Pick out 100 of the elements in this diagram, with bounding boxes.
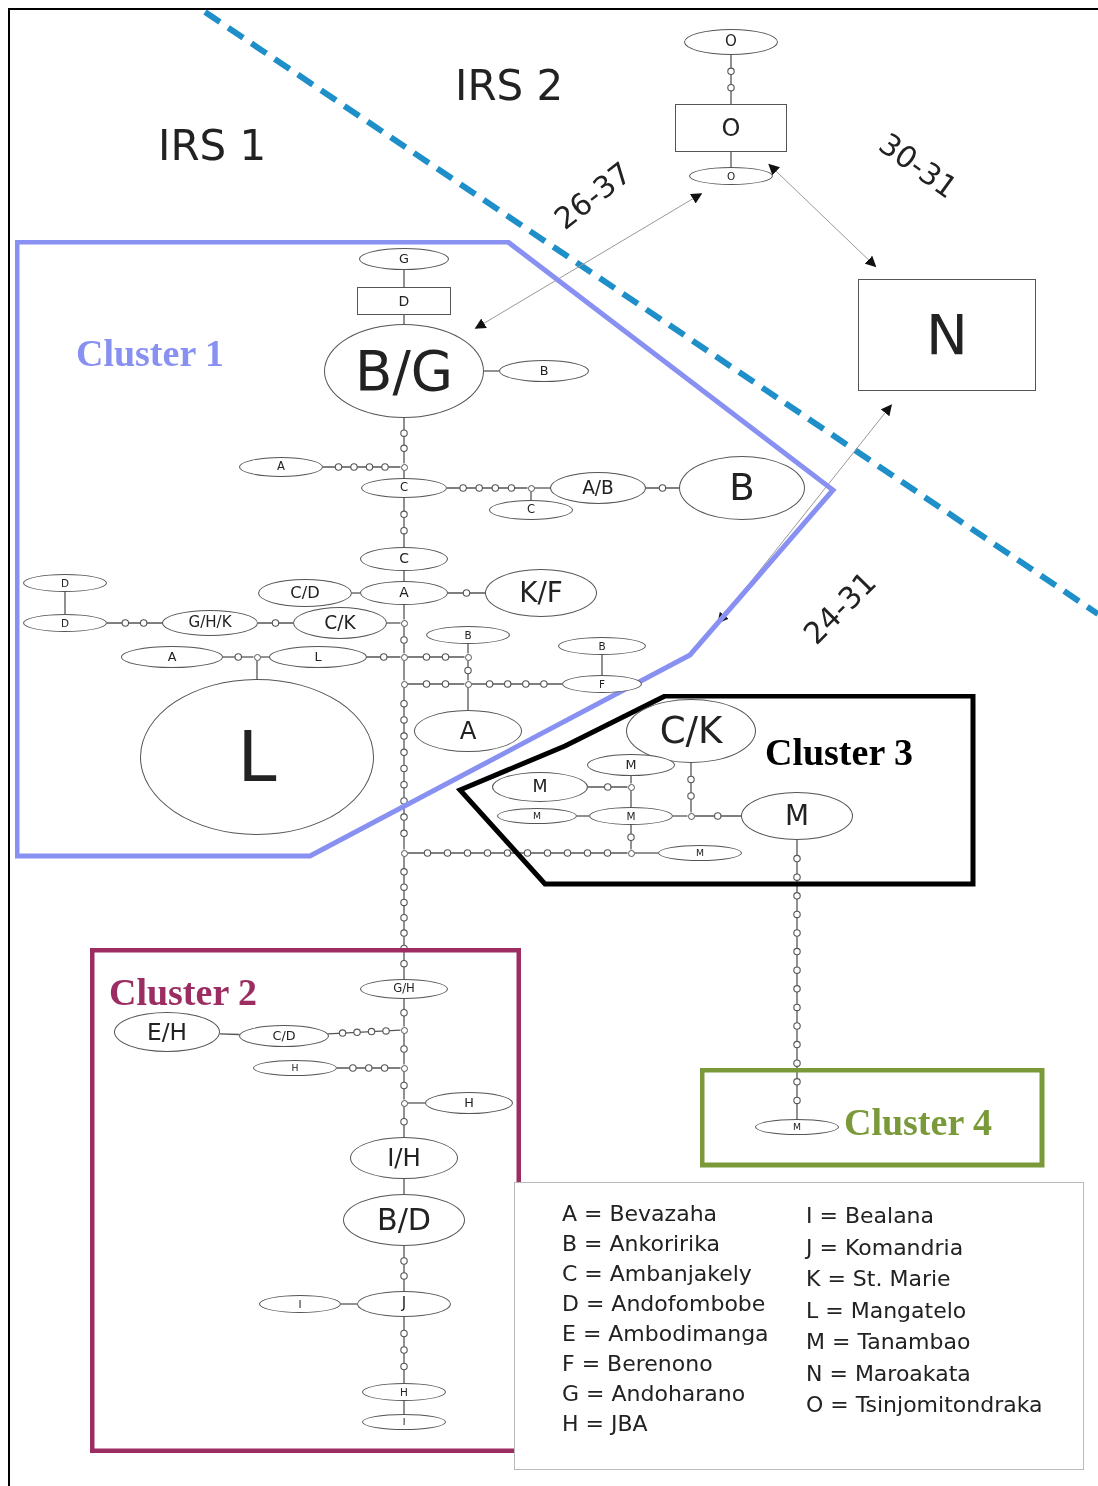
- network-link: [403, 1105, 405, 1138]
- haplotype-label: O: [721, 116, 741, 140]
- network-link: [483, 370, 500, 372]
- haplotype-label: A/B: [582, 478, 614, 498]
- haplotype-label: L: [314, 650, 322, 664]
- haplotype-label: A: [167, 650, 177, 664]
- network-link: [403, 604, 405, 621]
- network-link: [406, 852, 629, 854]
- network-link: [470, 683, 563, 685]
- haplotype-label: B: [598, 640, 606, 652]
- haplotype-ellipse: [550, 472, 646, 504]
- network-link: [403, 497, 405, 548]
- haplotype-ellipse: [755, 1119, 839, 1135]
- network-link: [403, 1070, 405, 1101]
- haplotype-label: M: [533, 811, 541, 821]
- haplotype-ellipse: [414, 710, 522, 752]
- haplotype-ellipse: [23, 574, 107, 592]
- network-link: [403, 855, 405, 980]
- network-link: [256, 659, 258, 680]
- haplotype-label: D: [398, 294, 410, 308]
- network-link: [386, 622, 402, 624]
- legend-entry: F = Berenono: [562, 1350, 713, 1378]
- haplotype-label: B: [539, 364, 549, 378]
- haplotype-label: H: [464, 1096, 474, 1110]
- network-link: [530, 490, 532, 501]
- network-link: [403, 1032, 405, 1066]
- haplotype-label: B/G: [355, 343, 453, 399]
- legend-entry: E = Ambodimanga: [562, 1320, 769, 1348]
- network-link: [690, 762, 692, 814]
- network-link: [403, 1316, 405, 1384]
- network-link: [403, 469, 405, 479]
- haplotype-box: [858, 279, 1036, 391]
- haplotype-label: I: [402, 1417, 406, 1427]
- legend-entry: J = Komandria: [806, 1233, 964, 1261]
- network-link: [645, 487, 680, 489]
- network-link: [633, 852, 659, 854]
- network-link: [257, 622, 294, 624]
- network-link: [222, 656, 255, 658]
- network-link: [406, 656, 466, 658]
- network-link: [403, 314, 405, 325]
- network-link: [64, 591, 66, 615]
- haplotype-label: N: [926, 307, 968, 363]
- haplotype-label: D: [60, 617, 69, 629]
- haplotype-label: A: [399, 586, 409, 600]
- cluster-label: Cluster 1: [75, 334, 225, 372]
- network-link: [630, 789, 632, 808]
- cluster-label: Cluster 3: [764, 733, 914, 771]
- haplotype-label: I/H: [387, 1145, 421, 1171]
- cluster-label: Cluster 4: [843, 1103, 993, 1141]
- legend-entry: L = Mangatelo: [806, 1296, 967, 1324]
- haplotype-label: D: [60, 577, 69, 589]
- network-link: [730, 54, 732, 105]
- haplotype-label: C/K: [659, 712, 723, 750]
- legend-entry: O = Tsinjomitondraka: [806, 1391, 1043, 1419]
- cluster-label: Cluster 2: [108, 973, 258, 1011]
- network-link: [403, 1245, 405, 1292]
- network-link: [403, 570, 405, 582]
- haplotype-label: E/H: [147, 1020, 187, 1044]
- network-link: [467, 643, 469, 655]
- network-link: [351, 592, 361, 594]
- haplotype-label: M: [696, 848, 704, 858]
- haplotype-label: H: [291, 1063, 299, 1073]
- network-link: [106, 622, 163, 624]
- network-link: [403, 417, 405, 465]
- network-link: [406, 1102, 426, 1104]
- network-link: [630, 824, 632, 851]
- legend-entry: I = Bealana: [806, 1202, 935, 1230]
- haplotype-label: M: [793, 1122, 801, 1132]
- haplotype-label: M: [626, 810, 636, 822]
- haplotype-label: M: [532, 778, 548, 796]
- haplotype-label: G/H: [393, 983, 415, 995]
- network-link: [601, 654, 603, 676]
- haplotype-ellipse: [425, 1092, 513, 1114]
- double-arrow: [474, 193, 703, 329]
- network-link: [672, 815, 689, 817]
- haplotype-box: [675, 104, 787, 152]
- haplotype-label: A: [277, 461, 285, 473]
- haplotype-ellipse: [23, 614, 107, 632]
- double-arrow: [768, 163, 877, 268]
- legend-entry: M = Tanambao: [806, 1328, 971, 1356]
- haplotype-label: O: [725, 34, 737, 50]
- network-link: [322, 466, 402, 468]
- haplotype-label: L: [237, 722, 277, 792]
- network-link: [219, 1033, 241, 1036]
- legend-entry: G = Andoharano: [562, 1380, 746, 1408]
- haplotype-label: G/H/K: [188, 615, 232, 631]
- haplotype-label: H: [400, 1386, 408, 1398]
- network-link: [403, 659, 405, 682]
- network-link: [796, 839, 798, 1120]
- haplotype-ellipse: [362, 1414, 446, 1430]
- haplotype-label: K/F: [519, 579, 563, 607]
- haplotype-ellipse: [679, 456, 805, 520]
- network-link: [259, 656, 270, 658]
- haplotype-label: C/D: [272, 1029, 296, 1043]
- network-link: [467, 659, 469, 682]
- legend-entry: D = Andofombobe: [562, 1290, 766, 1318]
- network-link: [406, 683, 466, 685]
- network-link: [446, 487, 529, 489]
- haplotype-label: M: [785, 802, 809, 830]
- haplotype-ellipse: [489, 500, 573, 520]
